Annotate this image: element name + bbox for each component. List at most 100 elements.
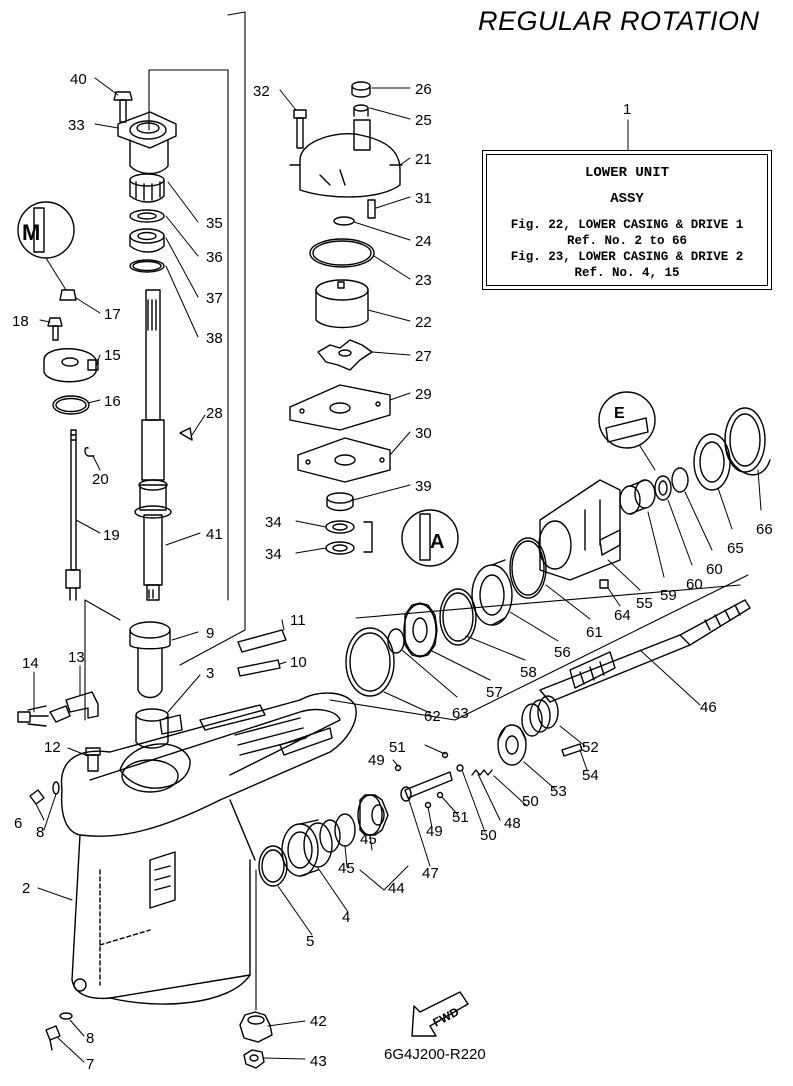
- gasket-8b: [59, 1012, 73, 1020]
- callout-36: 36: [206, 249, 223, 266]
- shift-rod-19: [65, 429, 81, 601]
- callout-60: 60: [686, 576, 703, 593]
- callout-66: 66: [756, 521, 773, 538]
- lower-casing: [60, 692, 357, 1005]
- o-ring-24: [333, 216, 355, 226]
- o-ring-61: [509, 537, 547, 599]
- sleeve-9: [129, 621, 171, 699]
- callout-12: 12: [44, 739, 61, 756]
- callout-27: 27: [415, 348, 432, 365]
- spring-54: [521, 695, 559, 737]
- callout-65: 65: [727, 540, 744, 557]
- callout-21: 21: [415, 151, 432, 168]
- assembly-guide-lines: [84, 11, 749, 1011]
- o-ring-16: [52, 395, 90, 415]
- callout-32: 32: [253, 83, 270, 100]
- thrust-washer-62: [345, 627, 395, 697]
- callout-37: 37: [206, 290, 223, 307]
- callout-54: 54: [582, 767, 599, 784]
- pin-52: [561, 743, 583, 757]
- dowel-31: [367, 199, 376, 219]
- dog-clutch-53: [497, 724, 527, 766]
- forward-gear-45: [357, 794, 389, 836]
- anode-14: [17, 705, 49, 727]
- shift-plunger-47: [400, 771, 453, 802]
- callout-34: 34: [265, 514, 282, 531]
- callout-38: 38: [206, 330, 223, 347]
- svg-text:A: A: [430, 531, 444, 553]
- callout-leaders: [33, 77, 762, 1063]
- spring-48: [471, 769, 493, 776]
- callout-45: 45: [360, 831, 377, 848]
- ring-nut-66: [724, 407, 771, 476]
- bearing-housing-33: [117, 111, 177, 175]
- callout-40: 40: [70, 71, 87, 88]
- callout-33: 33: [68, 117, 85, 134]
- gasket-8: [52, 781, 60, 795]
- shift-rod-cover-15: [43, 348, 99, 383]
- reverse-gear-57: [403, 602, 438, 658]
- key-10: [237, 659, 281, 677]
- callout-58: 58: [520, 664, 537, 681]
- washer-36: [129, 209, 165, 223]
- callout-17: 17: [104, 306, 121, 323]
- seal-25: [353, 104, 369, 117]
- grommet-26: [351, 81, 371, 98]
- callout-41: 41: [206, 526, 223, 543]
- callout-26: 26: [415, 81, 432, 98]
- propeller-shaft-46: [539, 599, 751, 703]
- lower-unit-assy-box: LOWER UNIT ASSY Fig. 22, LOWER CASING & …: [482, 150, 772, 290]
- key-28: [179, 427, 193, 441]
- drawing-code: 6G4J200-R220: [384, 1046, 486, 1063]
- callout-49: 49: [426, 823, 443, 840]
- propeller-shaft-housing-55: [538, 479, 621, 581]
- info-box-inner: LOWER UNIT ASSY Fig. 22, LOWER CASING & …: [486, 154, 768, 286]
- shim-5: [258, 845, 288, 887]
- callout-61: 61: [586, 624, 603, 641]
- callout-15: 15: [104, 347, 121, 364]
- callout-57: 57: [486, 684, 503, 701]
- callout-62: 62: [424, 708, 441, 725]
- callout-45: 45: [338, 860, 355, 877]
- insert-cartridge-22: [315, 279, 369, 329]
- key-64: [599, 579, 609, 589]
- grease-a-icon: A: [401, 509, 459, 567]
- callout-6: 6: [14, 815, 22, 832]
- callout-11: 11: [290, 612, 306, 629]
- callout-1: 1: [623, 101, 631, 118]
- callout-56: 56: [554, 644, 571, 661]
- info-line-6: Ref. No. 4, 15: [574, 266, 680, 280]
- fwd-label: FWD: [431, 1004, 462, 1029]
- bearing-race-4: [281, 819, 333, 877]
- ball-50: [456, 764, 464, 772]
- callout-64: 64: [614, 607, 631, 624]
- bearing-59: [619, 479, 656, 515]
- callout-48: 48: [504, 815, 521, 832]
- lock-washer-65: [693, 433, 731, 491]
- nut-43: [243, 1049, 265, 1069]
- grease-m-icon: M: [17, 201, 75, 291]
- page-title: REGULAR ROTATION: [478, 6, 760, 36]
- info-line-3: Fig. 22, LOWER CASING & DRIVE 1: [510, 218, 744, 232]
- bushing-17: [59, 289, 77, 301]
- bearing-3: [135, 708, 169, 749]
- callout-59: 59: [660, 587, 677, 604]
- oil-seal-housing-39: [326, 492, 354, 512]
- callout-30: 30: [415, 425, 432, 442]
- callout-10: 10: [290, 654, 307, 671]
- callout-35: 35: [206, 215, 223, 232]
- pinion-42: [239, 1011, 273, 1043]
- info-line-2: ASSY: [610, 191, 644, 207]
- bearing-35: [129, 173, 165, 203]
- callout-60: 60: [706, 561, 723, 578]
- callout-3: 3: [206, 665, 214, 682]
- callout-23: 23: [415, 272, 432, 289]
- impeller-27: [317, 339, 373, 371]
- callout-2: 2: [22, 880, 30, 897]
- o-ring-23: [309, 238, 375, 268]
- plug-6: [29, 789, 45, 805]
- callout-22: 22: [415, 314, 432, 331]
- stud-12: [85, 747, 101, 772]
